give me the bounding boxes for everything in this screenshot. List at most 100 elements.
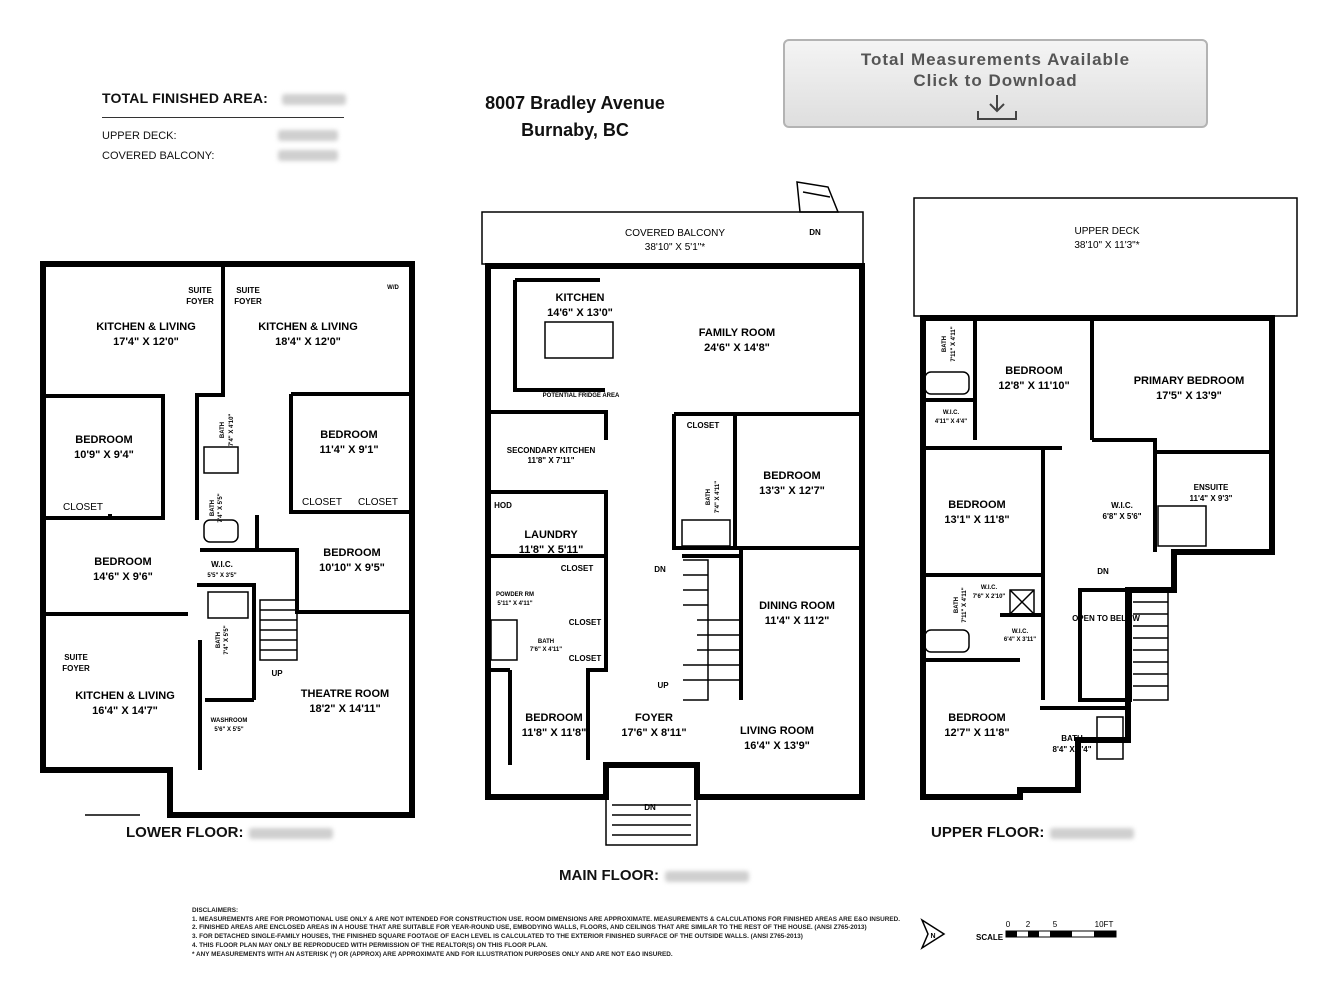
upper-stairs bbox=[1133, 589, 1169, 701]
north-arrow-icon: N bbox=[920, 918, 946, 950]
lower-room-9-name: W.I.C. bbox=[211, 560, 233, 569]
area-summary: TOTAL FINISHED AREA: UPPER DECK: COVERED… bbox=[102, 90, 347, 162]
main-room-10-dims: 7'4" X 4'11" bbox=[715, 481, 721, 513]
address-line2: Burnaby, BC bbox=[521, 120, 629, 140]
upper-room-3-dims: 17'5" X 13'9" bbox=[1156, 390, 1222, 402]
upper-room-10-name: BATH bbox=[954, 597, 960, 613]
lower-closet-1: CLOSET bbox=[63, 502, 103, 513]
disclaimer-line-1: 1. MEASUREMENTS ARE FOR PROMOTIONAL USE … bbox=[192, 915, 900, 923]
main-hod-label: HOD bbox=[494, 501, 512, 510]
covered-balcony-outline bbox=[481, 211, 864, 265]
lower-room-12-dims: 7'4" X 5'5" bbox=[218, 493, 224, 522]
upper-room-2-dims: 12'8" X 11'10" bbox=[998, 380, 1069, 392]
disclaimer-line-5: * ANY MEASUREMENTS WITH AN ASTERISK (*) … bbox=[192, 950, 673, 958]
upper-room-10-dims: 7'11" X 4'11" bbox=[962, 587, 968, 622]
front-steps bbox=[605, 797, 698, 846]
north-letter: N bbox=[930, 933, 935, 940]
lower-room-11-name: BATH bbox=[220, 422, 226, 438]
lower-closet-2: CLOSET bbox=[302, 497, 342, 508]
lower-room-2-dims: 18'4" X 12'0" bbox=[275, 336, 341, 348]
upper-room-7-dims: 12'7" X 11'8" bbox=[944, 727, 1009, 739]
main-room-3-dims: 24'6" X 14'8" bbox=[704, 342, 770, 354]
upper-room-1-name: UPPER DECK bbox=[1074, 226, 1139, 237]
lower-room-13-name: BATH bbox=[216, 632, 222, 648]
main-room-6-name: LAUNDRY bbox=[524, 529, 578, 541]
main-room-11-name: BEDROOM bbox=[525, 712, 582, 724]
main-room-12-name: FOYER bbox=[635, 712, 673, 724]
upper-room-11-dims: 4'11" X 4'4" bbox=[935, 419, 967, 425]
lower-up-label: UP bbox=[271, 669, 283, 678]
lower-floor-label: LOWER FLOOR: bbox=[126, 824, 334, 841]
scale-tick-5: 5 bbox=[1053, 920, 1058, 929]
upper-room-8-name: BATH bbox=[1061, 734, 1083, 743]
lower-room-11-dims: 7'4" X 4'10" bbox=[229, 414, 235, 447]
upper-room-4-name: ENSUITE bbox=[1194, 483, 1229, 492]
main-room-4-name: SECONDARY KITCHEN bbox=[507, 446, 596, 455]
main-room-2-dims: 14'6" X 13'0" bbox=[547, 307, 613, 319]
upper-room-5-name: W.I.C. bbox=[1111, 501, 1133, 510]
lower-wd-label: W/D bbox=[387, 285, 399, 291]
main-dn-3: DN bbox=[644, 803, 656, 812]
upper-room-4-dims: 11'4" X 9'3" bbox=[1190, 494, 1233, 503]
upper-floor-label: UPPER FLOOR: bbox=[931, 824, 1135, 841]
lower-room-6-dims: 10'10" X 9'5" bbox=[319, 562, 385, 574]
lower-room-5-name: BEDROOM bbox=[94, 556, 151, 568]
lower-room-5-dims: 14'6" X 9'6" bbox=[93, 571, 153, 583]
lower-room-1-dims: 17'4" X 12'0" bbox=[113, 336, 179, 348]
upper-room-2-name: BEDROOM bbox=[1005, 365, 1062, 377]
main-room-9-dims: 7'6" X 4'11" bbox=[530, 647, 562, 653]
scale-tick-10: 10FT bbox=[1095, 920, 1114, 929]
main-room-7-dims: 11'4" X 11'2" bbox=[765, 615, 830, 627]
main-dn-2: DN bbox=[654, 565, 666, 574]
main-room-13-dims: 16'4" X 13'9" bbox=[744, 740, 810, 752]
scale-tick-2: 2 bbox=[1026, 920, 1031, 929]
main-room-12-dims: 17'6" X 8'11" bbox=[621, 727, 686, 739]
disclaimer-line-4: 4. THIS FLOOR PLAN MAY ONLY BE REPRODUCE… bbox=[192, 941, 548, 949]
lower-room-13-dims: 7'4" X 5'5" bbox=[224, 625, 230, 654]
main-room-5-dims: 13'3" X 12'7" bbox=[759, 485, 825, 497]
upper-room-5-dims: 6'8" X 5'6" bbox=[1103, 512, 1142, 521]
main-room-4-dims: 11'8" X 7'11" bbox=[528, 456, 575, 465]
upper-room-3-name: PRIMARY BEDROOM bbox=[1134, 375, 1245, 387]
disclaimer-line-3: 3. FOR DETACHED SINGLE-FAMILY HOUSES, TH… bbox=[192, 933, 803, 941]
upper-dn-label: DN bbox=[1097, 567, 1109, 576]
covered-balcony-label: COVERED BALCONY: bbox=[102, 150, 215, 162]
north-scale: N SCALE 0 2 5 10FT bbox=[920, 918, 1117, 950]
lower-room-9-dims: 5'5" X 3'5" bbox=[207, 573, 236, 579]
lower-room-8-dims: 18'2" X 14'11" bbox=[309, 703, 380, 715]
main-dn-1: DN bbox=[809, 228, 821, 237]
main-room-6-dims: 11'8" X 5'11" bbox=[519, 544, 584, 556]
upper-room-13-dims: 6'4" X 3'11" bbox=[1004, 637, 1036, 643]
lower-room-8-name: THEATRE ROOM bbox=[301, 688, 389, 700]
lower-room-2-name: KITCHEN & LIVING bbox=[258, 321, 358, 333]
lower-room-7-name: KITCHEN & LIVING bbox=[75, 690, 175, 702]
main-room-11-dims: 11'8" X 11'8" bbox=[522, 727, 587, 739]
main-floor-label: MAIN FLOOR: bbox=[559, 867, 749, 884]
total-finished-area-label: TOTAL FINISHED AREA: bbox=[102, 90, 347, 106]
main-room-2-name: KITCHEN bbox=[556, 292, 605, 304]
download-measurements-button[interactable]: Total Measurements Available Click to Do… bbox=[783, 39, 1208, 128]
main-room-9-name: BATH bbox=[538, 639, 554, 645]
scale-label: SCALE bbox=[976, 933, 1004, 942]
disclaimer: DISCLAIMERS: 1. MEASUREMENTS ARE FOR PRO… bbox=[192, 907, 912, 959]
lower-room-6-name: BEDROOM bbox=[323, 547, 380, 559]
lower-room-1-name: KITCHEN & LIVING bbox=[96, 321, 196, 333]
lower-room-4-name: BEDROOM bbox=[320, 429, 377, 441]
main-room-1-name: COVERED BALCONY bbox=[625, 228, 725, 239]
lower-floor-walls bbox=[40, 261, 415, 818]
lower-closet-3: CLOSET bbox=[358, 497, 398, 508]
main-room-10-name: BATH bbox=[706, 489, 712, 505]
property-address: 8007 Bradley Avenue Burnaby, BC bbox=[470, 90, 680, 144]
main-floor-walls bbox=[485, 263, 865, 800]
upper-room-11-name: W.I.C. bbox=[943, 410, 960, 416]
lower-room-12-name: BATH bbox=[210, 500, 216, 516]
upper-deck-label: UPPER DECK: bbox=[102, 130, 177, 142]
main-room-1-dims: 38'10" X 5'1"* bbox=[645, 242, 706, 253]
lower-room-3-name: BEDROOM bbox=[75, 434, 132, 446]
upper-open-to-below: OPEN TO BELOW bbox=[1072, 614, 1140, 623]
upper-deck-outline bbox=[913, 197, 1298, 317]
